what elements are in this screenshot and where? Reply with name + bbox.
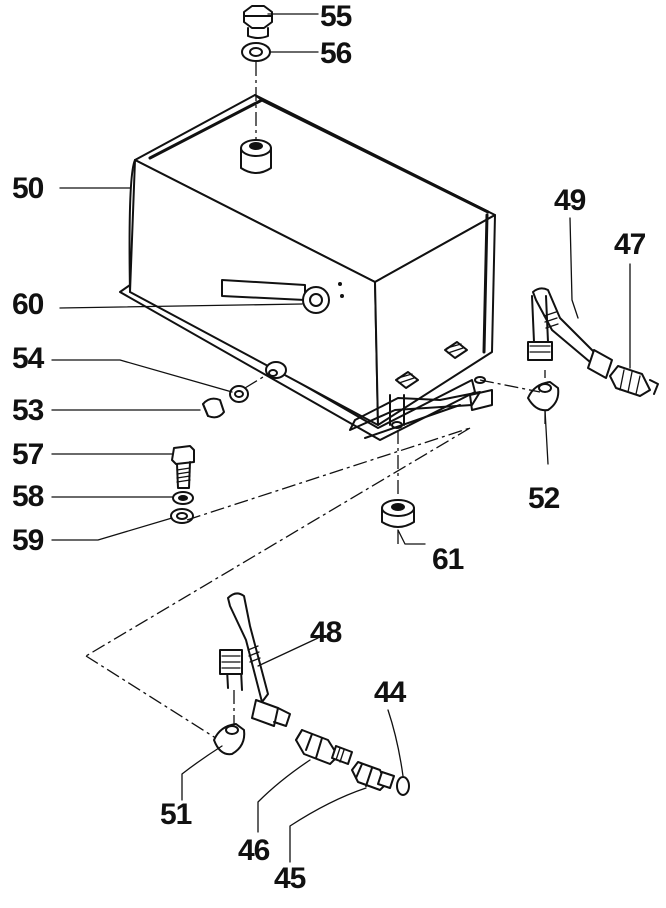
washer-56 (241, 42, 271, 62)
washer-59 (170, 508, 194, 524)
callout-48: 48 (310, 616, 342, 649)
callout-60: 60 (12, 288, 44, 321)
hose-49 (527, 287, 613, 379)
hydraulic-tank (119, 94, 496, 441)
callout-45: 45 (274, 862, 306, 895)
plug-55 (243, 5, 273, 39)
callout-49: 49 (554, 184, 586, 217)
callout-59: 59 (12, 524, 44, 557)
callout-52: 52 (528, 482, 560, 515)
plug-53 (202, 397, 225, 419)
callout-55: 55 (320, 0, 352, 33)
fitting-47 (609, 365, 659, 397)
callout-54: 54 (12, 342, 44, 375)
callout-47: 47 (614, 228, 646, 261)
hose-48 (219, 592, 291, 727)
callout-44: 44 (374, 676, 406, 709)
callout-57: 57 (12, 438, 44, 471)
elbow-51 (213, 723, 246, 756)
fitting-45 (351, 761, 395, 791)
bolt-57 (171, 445, 195, 489)
threaded-port-right (444, 341, 468, 359)
rubber-mount-61 (381, 499, 415, 528)
callout-61: 61 (432, 543, 464, 576)
callout-50: 50 (12, 172, 44, 205)
callout-53: 53 (12, 394, 44, 427)
o-ring-44 (396, 776, 410, 796)
adapter-46 (295, 729, 353, 765)
callout-56: 56 (320, 37, 352, 70)
callout-46: 46 (238, 834, 270, 867)
washer-54 (229, 385, 249, 403)
washer-58 (172, 491, 194, 505)
threaded-port-left (395, 371, 419, 389)
callout-51: 51 (160, 798, 192, 831)
elbow-52 (527, 381, 560, 412)
callout-58: 58 (12, 480, 44, 513)
leader-lines (51, 13, 631, 863)
